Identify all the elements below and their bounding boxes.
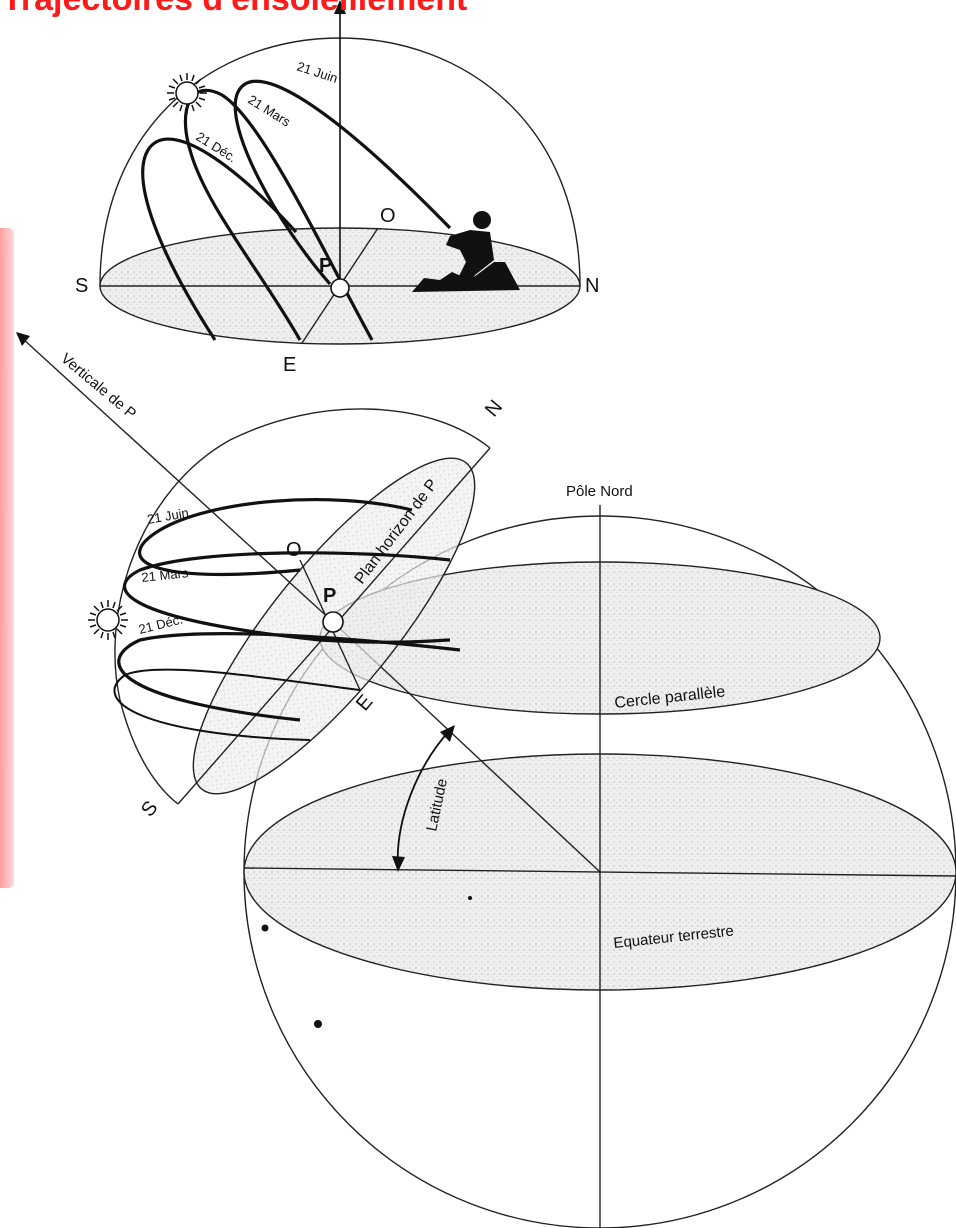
top-label-21-mars: 21 Mars — [245, 92, 293, 130]
sun-icon — [167, 73, 207, 113]
vertical-label: Verticale de P — [57, 350, 139, 423]
tilted-point-p-marker — [323, 612, 343, 632]
sun-icon — [88, 600, 128, 640]
top-cardinal-east: E — [283, 354, 296, 376]
top-cardinal-west: O — [380, 205, 396, 227]
top-hemisphere-diagram: S N E O P 21 Juin 21 Mars 21 Déc. — [75, 0, 599, 376]
tilted-point-p-label: P — [323, 585, 336, 607]
page-title: Trajectoires d'ensoleillement — [2, 0, 467, 18]
north-pole-label: Pôle Nord — [566, 483, 633, 500]
top-cardinal-south: S — [75, 275, 88, 297]
top-cardinal-north: N — [585, 275, 599, 297]
tilted-label-21-dec: 21 Déc. — [137, 612, 184, 637]
speck — [262, 925, 269, 932]
top-point-p-marker — [331, 279, 349, 297]
tilted-hemisphere-diagram: Verticale de P Plan horizon de P N S E O… — [16, 332, 514, 828]
tilted-cardinal-west: O — [286, 539, 302, 561]
top-label-21-juin: 21 Juin — [295, 59, 340, 86]
speck — [468, 896, 472, 900]
tilted-label-21-juin: 21 Juin — [146, 505, 190, 527]
tilted-cardinal-south: S — [137, 797, 162, 821]
tilted-cardinal-north: N — [481, 396, 507, 421]
top-point-p-label: P — [319, 255, 332, 277]
speck — [314, 1020, 322, 1028]
